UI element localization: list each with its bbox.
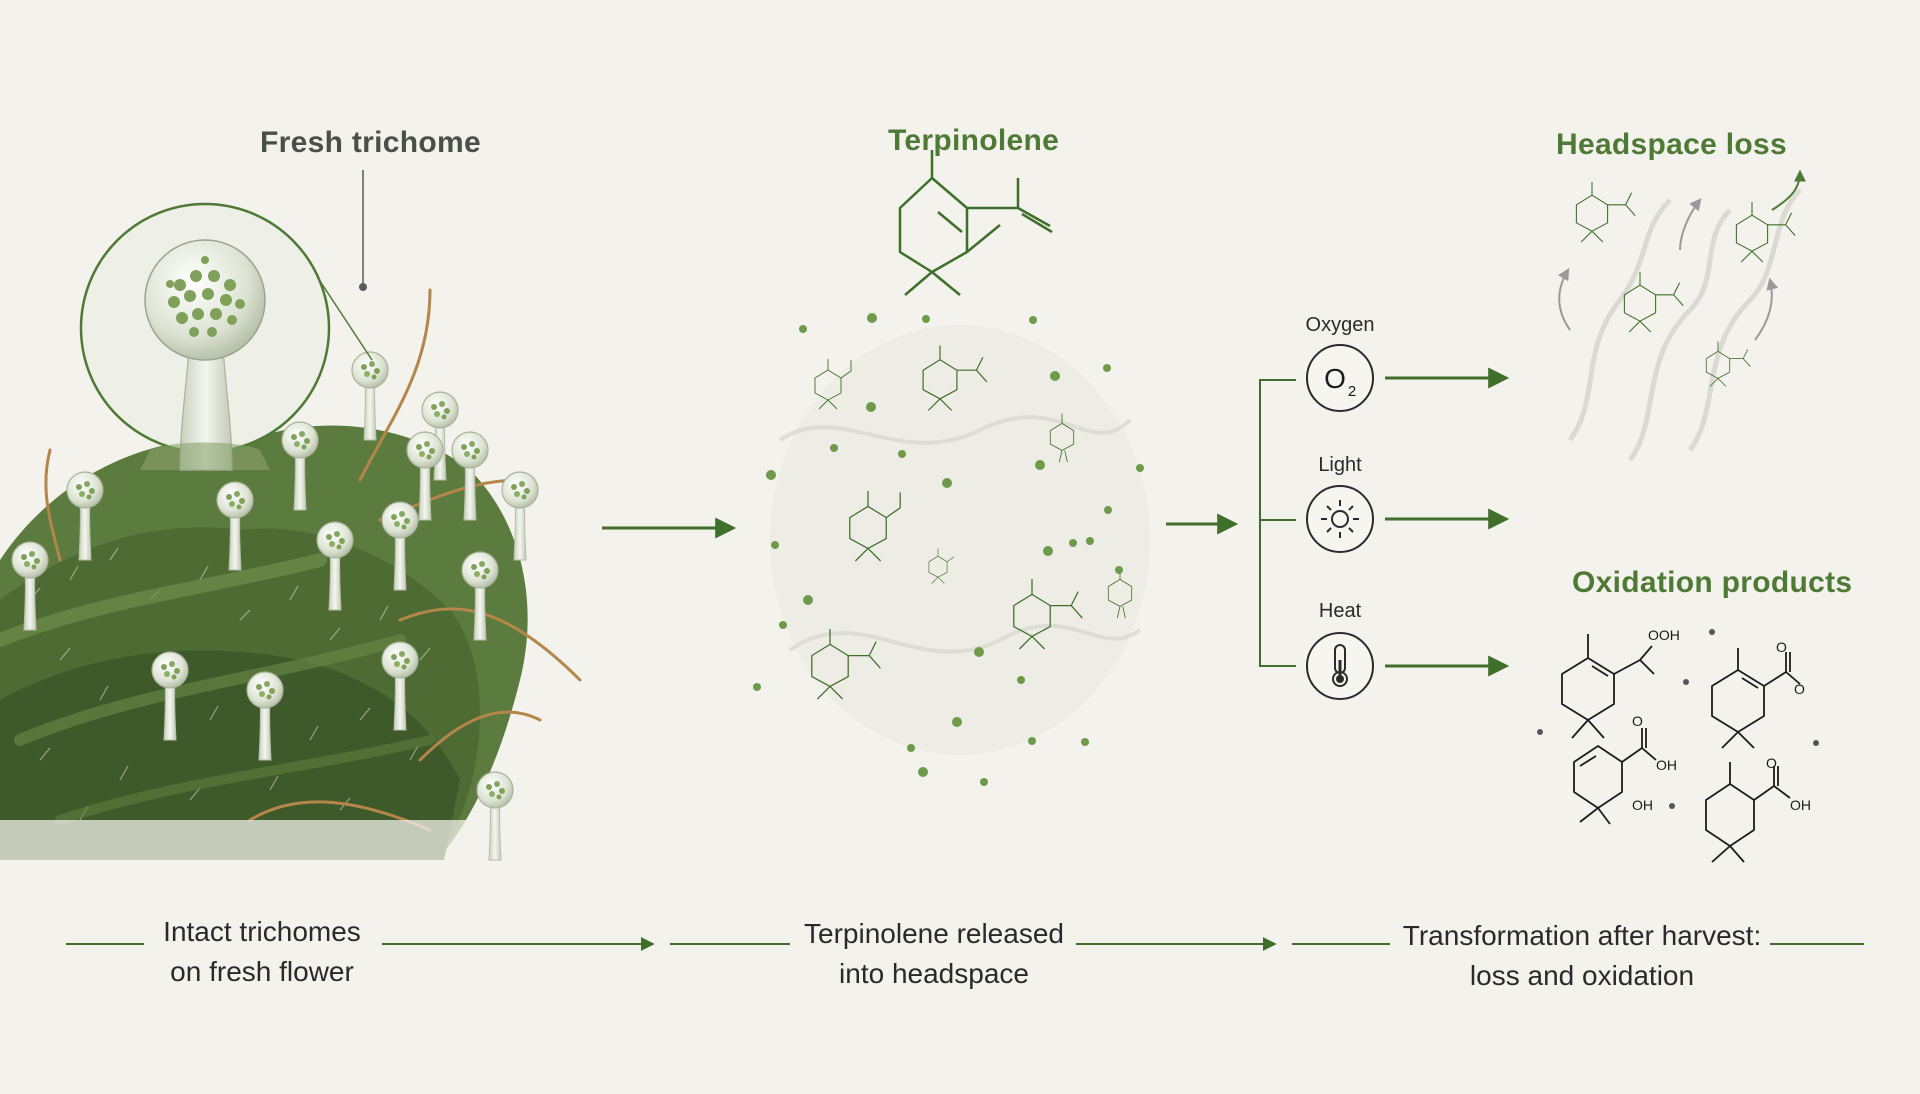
oxygen-subscript: 2 [1348, 383, 1356, 400]
oh-label: OH [1790, 797, 1811, 813]
step1-caption-line2: on fresh flower [170, 956, 354, 987]
step2-caption: Terpinolene released into headspace [784, 914, 1084, 994]
ester-o-label: O [1794, 681, 1805, 697]
oxygen-symbol: O [1324, 363, 1346, 394]
thermometer-icon [1306, 632, 1374, 700]
oxidation-product-4 [1705, 762, 1791, 863]
sun-icon [1306, 485, 1374, 553]
magnified-trichome-inset [79, 202, 373, 471]
light-label: Light [1318, 454, 1362, 476]
headspace-loss-title: Headspace loss [1556, 128, 1787, 161]
small-molecule [1013, 579, 1083, 650]
oxidation-product-3 [1573, 728, 1657, 825]
oxidation-product-1 [1561, 634, 1655, 739]
step1-caption-line1: Intact trichomes [163, 916, 361, 947]
step3-caption-line2: loss and oxidation [1469, 960, 1695, 991]
oh-label: OH [1632, 797, 1653, 813]
environmental-factors: O 2 [1259, 344, 1510, 700]
oxidation-product-2 [1711, 648, 1801, 749]
small-molecule [1575, 181, 1636, 243]
fresh-trichome-title: Fresh trichome [260, 126, 481, 159]
small-molecule [1049, 413, 1075, 463]
small-molecule [849, 491, 901, 562]
oxygen-label: Oxygen [1305, 314, 1375, 336]
small-molecule [1705, 341, 1751, 387]
oxidation-products-panel: OOH O O O OH OH O OH [1537, 627, 1819, 863]
step2-caption-line2: into headspace [839, 958, 1029, 989]
terpinolene-panel [753, 150, 1150, 786]
carbonyl-o-label: O [1766, 755, 1777, 771]
carbonyl-o-label: O [1776, 639, 1787, 655]
oxygen-icon: O 2 [1306, 344, 1374, 412]
oxidation-products-title: Oxidation products [1572, 566, 1853, 599]
step3-caption-line1: Transformation after harvest: [1402, 920, 1762, 951]
step3-caption: Transformation after harvest: loss and o… [1392, 916, 1772, 996]
terpinolene-title: Terpinolene [888, 124, 1060, 157]
small-molecule [1623, 271, 1684, 333]
small-molecule [1735, 201, 1796, 263]
step2-caption-line1: Terpinolene released [804, 918, 1064, 949]
oh-label: OH [1656, 757, 1677, 773]
trichome-pointer-dot [359, 283, 367, 291]
headspace-loss-panel [1557, 169, 1806, 462]
small-molecule [814, 359, 852, 410]
small-molecule [928, 548, 955, 584]
carbonyl-o-label: O [1632, 713, 1643, 729]
small-molecule [922, 345, 988, 411]
ooh-label: OOH [1648, 627, 1680, 643]
fresh-trichome-panel [0, 170, 600, 900]
small-molecule [811, 629, 881, 700]
heat-label: Heat [1318, 600, 1362, 622]
terpinolene-structure [898, 150, 1053, 296]
step1-caption: Intact trichomes on fresh flower [132, 912, 392, 992]
